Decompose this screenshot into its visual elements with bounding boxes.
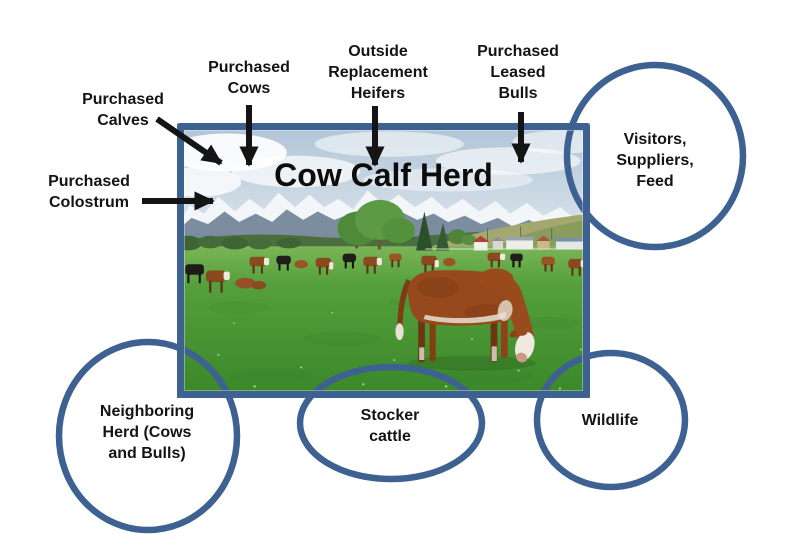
label-outside-replacement-heifers: Outside Replacement Heifers <box>328 43 428 102</box>
label-visitors-suppliers-feed: Visitors, Suppliers, Feed <box>616 131 694 190</box>
tree-line <box>177 199 477 251</box>
label-wildlife: Wildlife <box>581 412 639 429</box>
label-purchased-leased-bulls: Purchased Leased Bulls <box>477 43 559 102</box>
label-purchased-calves: Purchased Calves <box>82 91 164 129</box>
pasture-photo-scene <box>177 123 590 398</box>
pasture-photo <box>177 123 590 398</box>
herd-cattle <box>185 252 586 293</box>
label-neighboring-herd: Neighboring Herd (Cows and Bulls) <box>99 403 195 462</box>
photo-title: Cow Calf Herd <box>274 157 493 193</box>
label-purchased-cows: Purchased Cows <box>208 59 290 97</box>
clouds <box>177 130 590 197</box>
label-purchased-colostrum: Purchased Colostrum <box>48 173 130 211</box>
label-stocker-cattle: Stocker cattle <box>360 407 420 445</box>
grazing-cow <box>395 268 537 371</box>
